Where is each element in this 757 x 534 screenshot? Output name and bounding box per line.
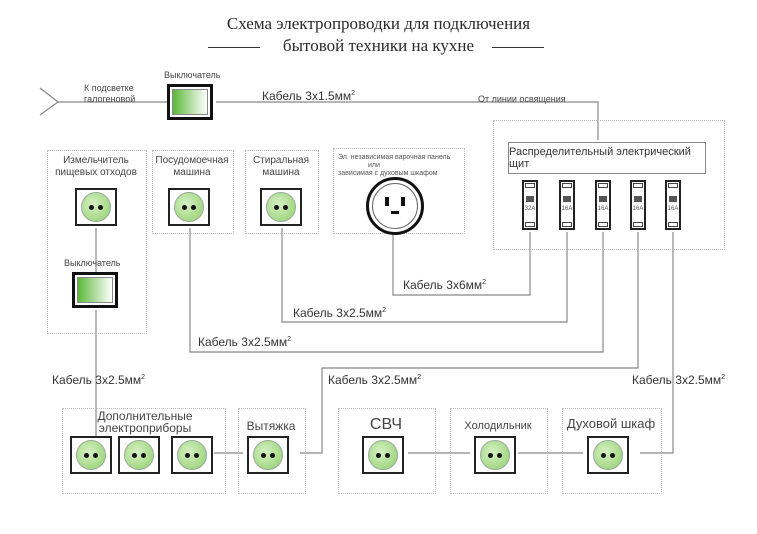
stove-label-2: или (368, 162, 380, 169)
breaker-5: 16A (665, 180, 681, 230)
distribution-board: Распределительный электрический щит (508, 142, 706, 174)
halogen-label-1: К подсветке (84, 83, 134, 93)
microwave-socket (362, 436, 404, 474)
oven-label: Духовой шкаф (566, 416, 656, 431)
dishwasher-box (152, 150, 234, 234)
wire-washer (281, 228, 568, 323)
from-lighting-label: От линии освящения (478, 94, 566, 104)
title-divider-right (492, 47, 544, 48)
halogen-label-2: галогеновой (84, 94, 136, 104)
cable-hood-label: Кабель 3х2.5мм2 (328, 373, 422, 387)
wire-hood (300, 232, 639, 454)
breaker-1: 32A (522, 180, 538, 230)
diagram-title-line1: Схема электропроводки для подключения (226, 14, 531, 33)
stove-label-1: Эл. независимая варочная панель (338, 154, 451, 161)
microwave-box (338, 408, 436, 494)
hood-box (238, 408, 306, 494)
oven-box (562, 408, 662, 494)
wire-switch-to-panel (216, 101, 599, 140)
fridge-socket (474, 436, 516, 474)
light-switch-label: Выключатель (164, 70, 221, 80)
disposer-switch-label: Выключатель (64, 258, 121, 268)
breaker-4: 16A (630, 180, 646, 230)
cable-washer-label: Кабель 3х2.5мм2 (293, 306, 387, 320)
oven-socket (587, 436, 629, 474)
dishwasher-socket (168, 188, 210, 226)
stove-socket (366, 177, 424, 235)
washer-socket (260, 188, 302, 226)
breaker-3: 16A (595, 180, 611, 230)
breaker-2: 16A (559, 180, 575, 230)
washer-box (245, 150, 319, 234)
fridge-label: Холодильник (464, 420, 532, 432)
hood-socket (247, 436, 289, 474)
cable-lighting-label: Кабель 3х1.5мм2 (262, 89, 356, 103)
cable-oven-label: Кабель 3х2.5мм2 (632, 373, 726, 387)
extras-box (62, 408, 226, 494)
microwave-label: СВЧ (369, 416, 403, 433)
halogen-lamp-symbol (39, 87, 60, 116)
disposer-socket (75, 188, 117, 226)
hood-label: Вытяжка (246, 419, 296, 433)
wire-dishwasher (189, 228, 604, 353)
cable-stove-label: Кабель 3х6мм2 (403, 278, 487, 292)
wire-stove-6mm (392, 232, 531, 296)
extras-socket-3 (171, 436, 213, 474)
cable-dishwasher-label: Кабель 3х2.5мм2 (198, 335, 292, 349)
panel-enclosure (493, 120, 725, 250)
extras-socket-2 (118, 436, 160, 474)
wire-oven (640, 232, 674, 454)
light-switch (167, 84, 213, 120)
stove-label-3: зависимая с духовым шкафом (338, 170, 438, 177)
extras-socket-1 (70, 436, 112, 474)
diagram-title-line2: бытовой техники на кухне (282, 36, 475, 55)
fridge-box (450, 408, 548, 494)
title-divider-left (208, 47, 260, 48)
disposer-box (47, 150, 147, 334)
cable-extras-label: Кабель 3х2.5мм2 (52, 373, 146, 387)
disposer-switch (72, 272, 118, 308)
